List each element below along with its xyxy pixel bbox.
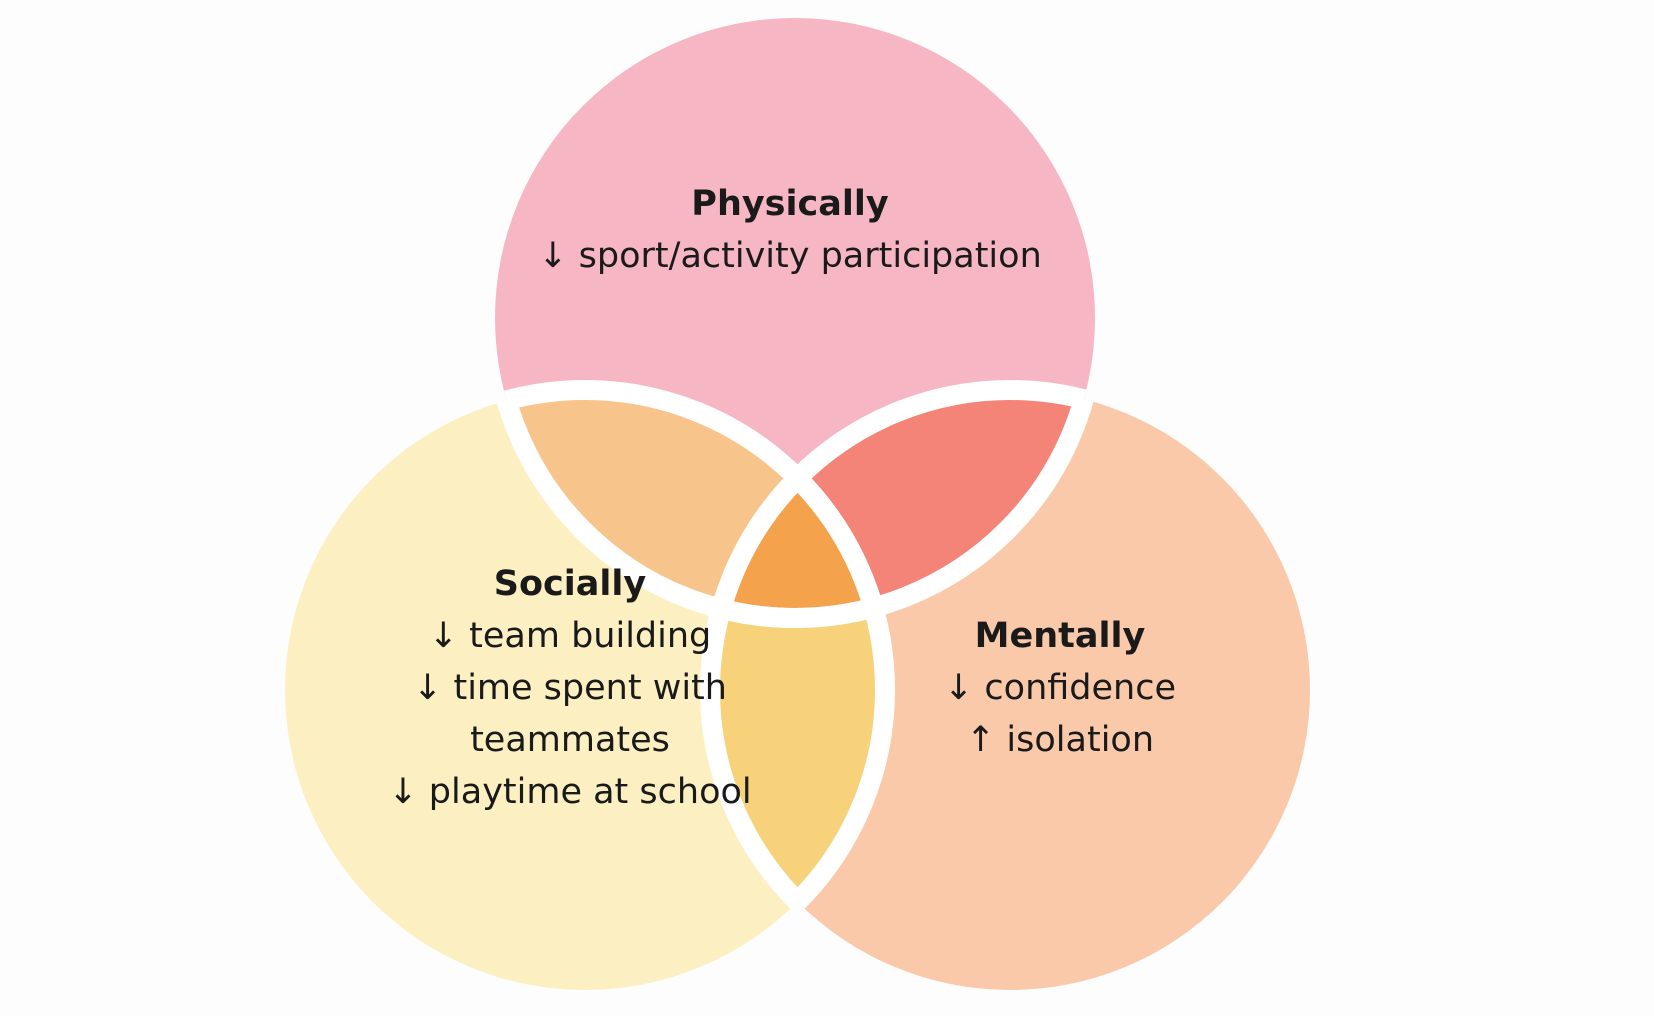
overlap-physically-mentally [710,390,1095,618]
socially-line-1: ↓ team building [428,616,712,656]
gap-arc-right-in-left [700,390,885,990]
overlap-physically-socially [495,390,885,618]
physically-label: Physically ↓ sport/activity participatio… [490,178,1090,282]
socially-label: Socially ↓ team building ↓ time spent wi… [300,558,840,818]
socially-line-3: teammates [470,720,670,760]
mentally-title: Mentally [974,616,1146,656]
socially-line-2: ↓ time spent with [413,668,727,708]
mentally-line-2: ↑ isolation [965,720,1155,760]
gap-arc-top-in-right [710,390,1105,628]
physically-line-1: ↓ sport/activity participation [538,236,1042,276]
socially-title: Socially [493,564,647,604]
socially-line-4: ↓ playtime at school [388,772,752,812]
gap-arc-left-in-right [710,390,895,990]
gap-arc-left-in-top [495,380,895,618]
physically-title: Physically [691,184,889,224]
gap-arc-right-in-top [700,380,1095,618]
mentally-line-1: ↓ confidence [943,668,1177,708]
mentally-label: Mentally ↓ confidence ↑ isolation [880,610,1240,766]
